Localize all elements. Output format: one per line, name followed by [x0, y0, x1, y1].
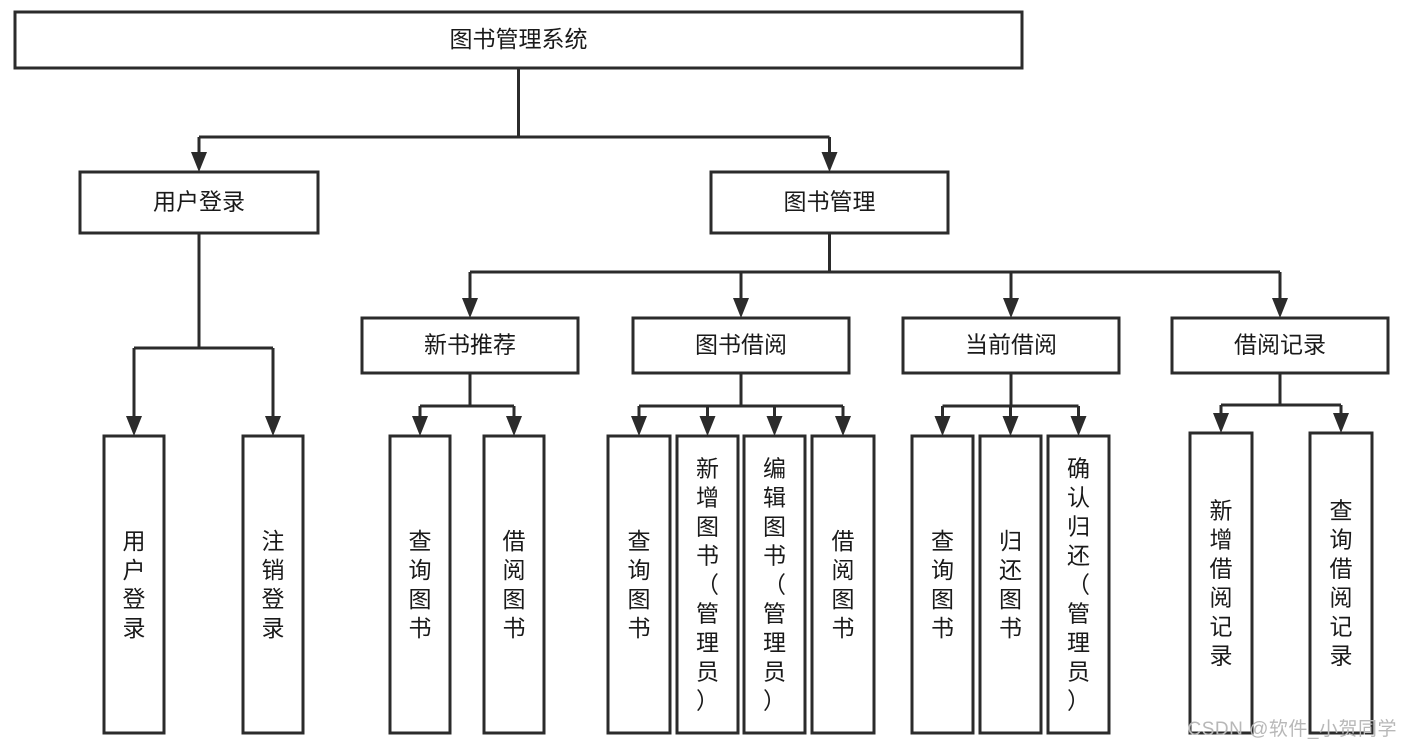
leaf-box[interactable]: [606, 434, 672, 735]
level2-box[interactable]: [709, 170, 950, 235]
leaf-node[interactable]: 查询图书: [910, 434, 975, 735]
leaf-box[interactable]: [241, 434, 305, 735]
csdn-watermark: CSDN @软件_小贺同学: [1187, 719, 1397, 740]
level3-1-to-leaves-arrow-2: [766, 416, 783, 436]
level3-2-to-leaves-arrow-1: [1002, 416, 1019, 436]
leaf-label: 查询图书: [931, 528, 954, 641]
leaf-label: 新增借阅记录: [1210, 498, 1233, 669]
level3-1-to-leaves-arrow-1: [699, 416, 716, 436]
level3-2-to-leaves-arrow-2: [1070, 416, 1087, 436]
leaf-label: 查询图书: [628, 528, 651, 641]
level3-label: 图书借阅: [695, 332, 787, 358]
level3-label: 当前借阅: [965, 332, 1057, 358]
leaf-box[interactable]: [910, 434, 975, 735]
leaf-node[interactable]: 注销登录: [241, 434, 305, 735]
level2-node[interactable]: 图书管理: [709, 170, 950, 235]
level3-1-to-leaves-arrow-0: [631, 416, 647, 436]
level3-box[interactable]: [901, 316, 1121, 375]
leaf-box[interactable]: [1046, 434, 1111, 735]
leaf-box[interactable]: [978, 434, 1043, 735]
bookmgmt-to-level3-arrow-1: [733, 298, 749, 318]
leaf-node[interactable]: 新增图书（管理员）: [675, 434, 740, 735]
leaf-box[interactable]: [810, 434, 876, 735]
root-node[interactable]: 图书管理系统: [13, 10, 1024, 70]
level3-box[interactable]: [631, 316, 851, 375]
level3-node[interactable]: 当前借阅: [901, 316, 1121, 375]
level3-label: 借阅记录: [1234, 332, 1326, 358]
leaf-label: 归还图书: [999, 528, 1022, 641]
bookmgmt-to-level3-arrow-0: [462, 298, 478, 318]
leaf-node[interactable]: 新增借阅记录: [1188, 431, 1254, 735]
leaf-label: 借阅图书: [832, 528, 855, 641]
root-to-level2-arrow-1: [821, 152, 838, 172]
level3-0-to-leaves-arrow-0: [412, 416, 428, 436]
leaf-box[interactable]: [1188, 431, 1254, 735]
bookmgmt-to-level3-arrow-3: [1272, 298, 1288, 318]
connectors-layer: [126, 68, 1349, 436]
leaf-node[interactable]: 查询图书: [388, 434, 452, 735]
level3-node[interactable]: 借阅记录: [1170, 316, 1390, 375]
leaf-label: 用户登录: [123, 528, 146, 641]
level3-2-to-leaves-arrow-0: [934, 416, 951, 436]
root-label: 图书管理系统: [450, 26, 588, 52]
leaf-node[interactable]: 借阅图书: [482, 434, 546, 735]
leaf-node[interactable]: 编辑图书（管理员）: [742, 434, 807, 735]
root-box[interactable]: [13, 10, 1024, 70]
userlogin-to-leaves-arrow-1: [265, 416, 281, 436]
level3-box[interactable]: [1170, 316, 1390, 375]
leaf-label: 借阅图书: [503, 528, 526, 641]
level3-node[interactable]: 图书借阅: [631, 316, 851, 375]
level3-1-to-leaves-arrow-3: [835, 416, 851, 436]
leaf-box[interactable]: [742, 434, 807, 735]
leaf-label: 查询图书: [409, 528, 432, 641]
leaf-node[interactable]: 归还图书: [978, 434, 1043, 735]
leaf-node[interactable]: 确认归还（管理员）: [1046, 434, 1111, 735]
level3-0-to-leaves-arrow-1: [506, 416, 522, 436]
leaf-box[interactable]: [388, 434, 452, 735]
leaf-box[interactable]: [1308, 431, 1374, 735]
leaf-label: 编辑图书（管理员）: [763, 456, 786, 714]
nodes-layer: 图书管理系统用户登录图书管理新书推荐图书借阅当前借阅借阅记录用户登录注销登录查询…: [13, 10, 1390, 735]
leaf-box[interactable]: [102, 434, 166, 735]
root-to-level2-arrow-0: [191, 152, 207, 172]
bookmgmt-to-level3-arrow-2: [1003, 298, 1019, 318]
level3-label: 新书推荐: [424, 332, 516, 358]
userlogin-to-leaves-arrow-0: [126, 416, 142, 436]
level2-label: 用户登录: [153, 189, 245, 215]
leaf-label: 查询借阅记录: [1330, 498, 1353, 669]
level3-box[interactable]: [360, 316, 580, 375]
leaf-box[interactable]: [675, 434, 740, 735]
leaf-box[interactable]: [482, 434, 546, 735]
level2-box[interactable]: [78, 170, 320, 235]
leaf-label: 确认归还（管理员）: [1067, 456, 1090, 714]
level3-node[interactable]: 新书推荐: [360, 316, 580, 375]
leaf-node[interactable]: 用户登录: [102, 434, 166, 735]
level3-3-to-leaves-arrow-1: [1333, 413, 1349, 433]
leaf-label: 新增图书（管理员）: [696, 456, 719, 714]
leaf-node[interactable]: 查询图书: [606, 434, 672, 735]
leaf-node[interactable]: 查询借阅记录: [1308, 431, 1374, 735]
level3-3-to-leaves-arrow-0: [1213, 413, 1229, 433]
leaf-label: 注销登录: [262, 528, 285, 641]
level2-label: 图书管理: [784, 189, 876, 215]
level2-node[interactable]: 用户登录: [78, 170, 320, 235]
leaf-node[interactable]: 借阅图书: [810, 434, 876, 735]
